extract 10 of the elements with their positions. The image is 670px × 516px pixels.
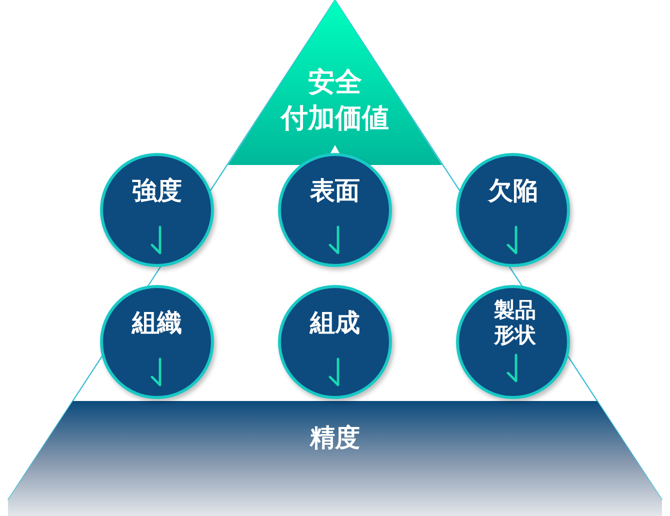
subtitle-label: 付加価値: [279, 102, 390, 136]
node-label: 製品形状: [492, 298, 537, 348]
node-label: 表面: [308, 176, 361, 206]
title-label: 安全: [307, 66, 363, 100]
node-label: 強度: [131, 176, 183, 206]
triangle-box: [228, 0, 442, 165]
node-label: 欠陥: [486, 176, 539, 206]
node-label: 組成: [308, 308, 361, 338]
band-label: 精度: [308, 423, 361, 453]
node-label: 組織: [130, 308, 183, 338]
